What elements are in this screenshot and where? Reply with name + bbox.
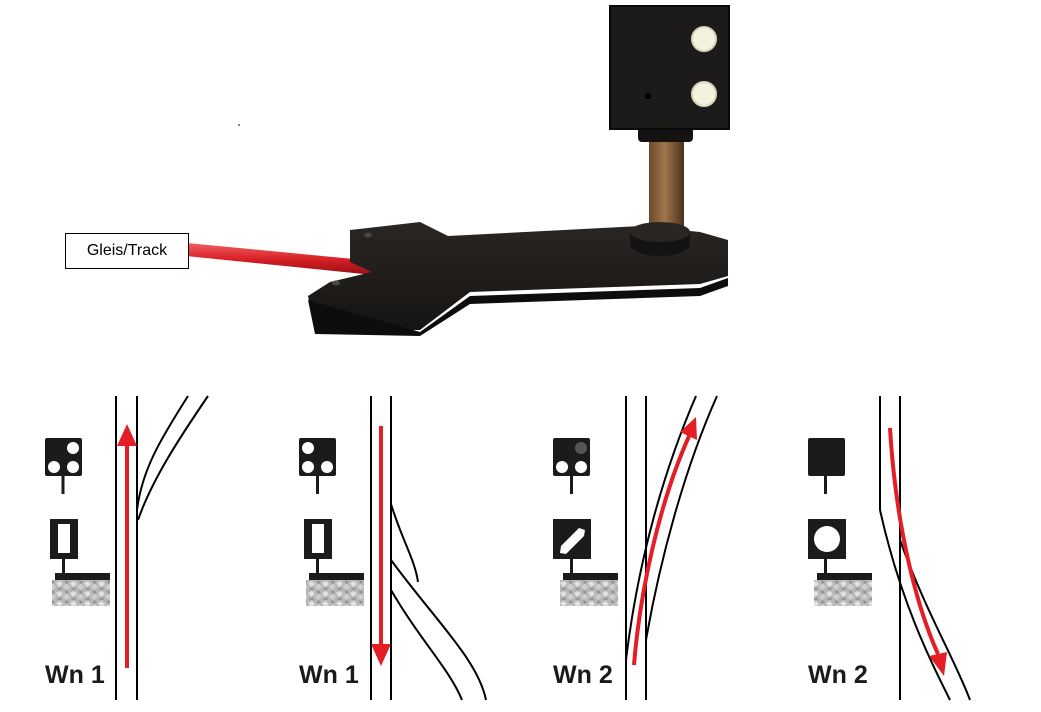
lamp-top-icon: [691, 26, 717, 52]
dwarf-signal-aspect: [45, 438, 82, 494]
signal-base: [308, 222, 728, 330]
panel-label: Wn 1: [299, 661, 359, 689]
track-callout-label: Gleis/Track: [65, 233, 189, 269]
signal-head: [610, 6, 729, 129]
lever-signal-aspect: [50, 519, 110, 606]
lever-signal-aspect: [808, 519, 872, 606]
track-diagram: [625, 395, 718, 700]
direction-arrow: [888, 427, 947, 676]
track-diagram: [370, 396, 487, 701]
panel-1: Wn 1: [45, 395, 209, 700]
track-wire: [186, 243, 385, 276]
dwarf-signal-aspect: [553, 438, 590, 494]
direction-arrow: [632, 417, 697, 666]
panel-3: Wn 2: [553, 395, 718, 700]
direction-arrow: [371, 426, 391, 666]
panel-4: Wn 2: [808, 396, 971, 701]
signal-model-photo: [186, 5, 730, 336]
lever-signal-aspect: [304, 519, 364, 606]
panel-2: Wn 1: [299, 396, 487, 701]
panel-label: Wn 2: [553, 661, 613, 689]
dwarf-signal-aspect: [808, 438, 845, 494]
lever-signal-aspect: [553, 519, 618, 606]
dwarf-signal-aspect: [299, 438, 336, 494]
panel-label: Wn 1: [45, 661, 105, 689]
lamp-bottom-icon: [691, 81, 717, 107]
track-diagram: [879, 396, 971, 701]
signal-pole: [649, 138, 684, 238]
direction-arrow: [117, 424, 137, 668]
panel-label: Wn 2: [808, 661, 868, 689]
track-diagram: [115, 395, 209, 700]
